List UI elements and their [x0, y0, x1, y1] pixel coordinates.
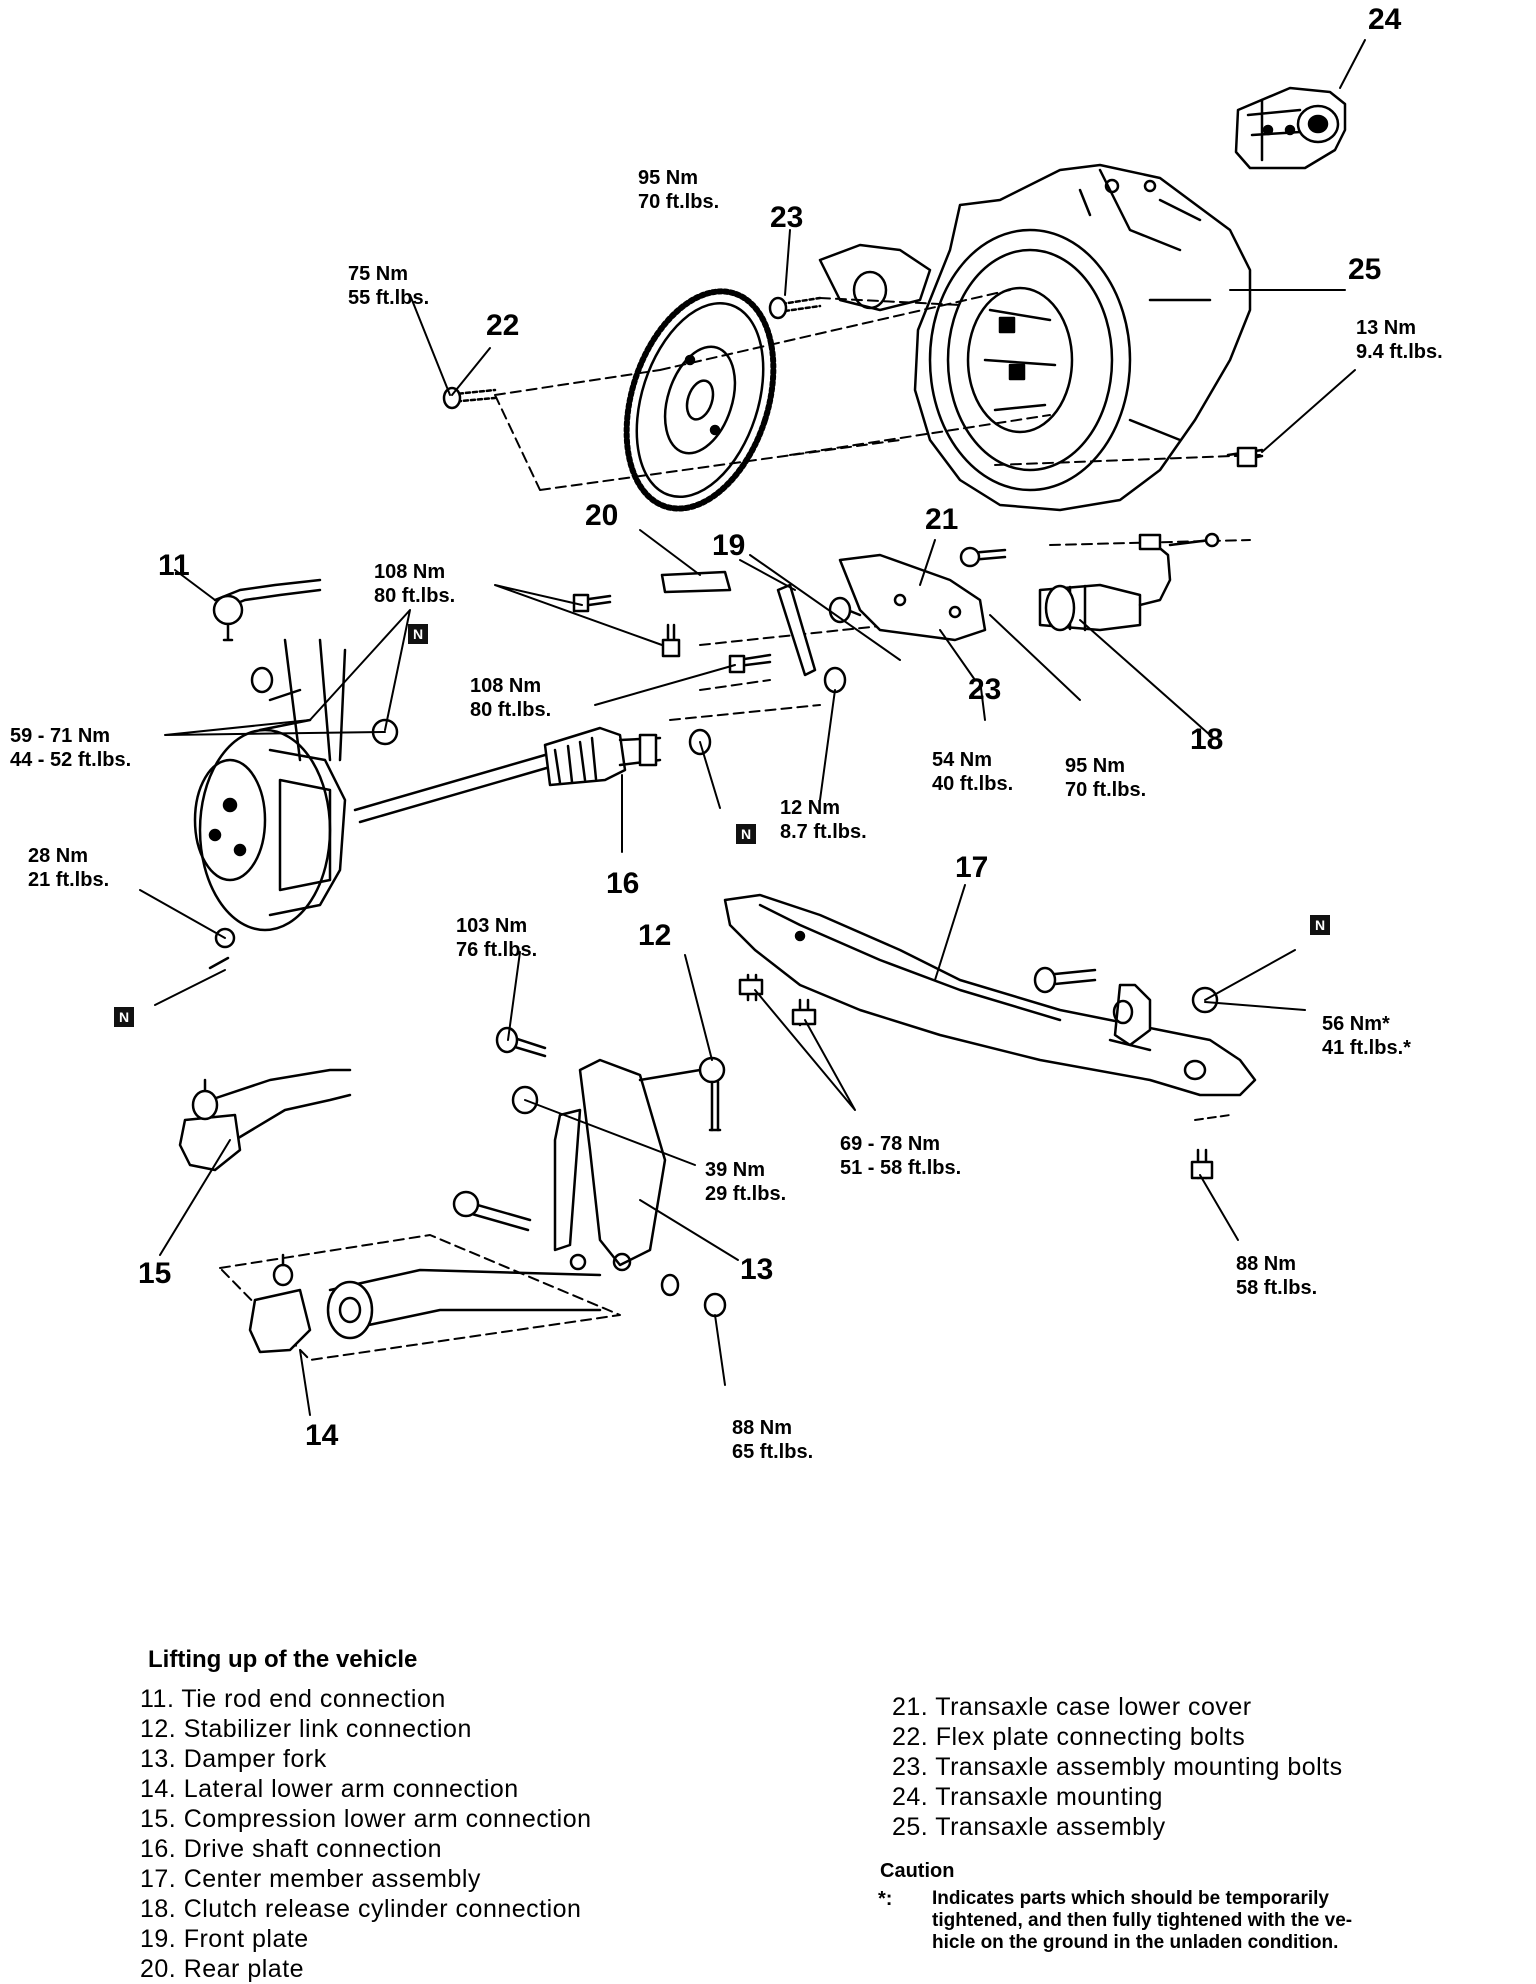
legend-right-list: 21. Transaxle case lower cover 22. Flex …	[892, 1692, 1343, 1842]
damper-fork-drawing	[452, 1026, 727, 1318]
part-number-22: 22	[486, 309, 520, 342]
part-number-18: 18	[1190, 723, 1224, 756]
part-number-21: 21	[925, 503, 959, 536]
hub-assembly-drawing	[193, 638, 399, 970]
n-marker-drive-shaft: N	[736, 824, 756, 844]
transaxle-mounting-drawing	[1234, 86, 1347, 170]
caution-title: Caution	[880, 1860, 955, 1882]
legend-item: 17. Center member assembly	[140, 1865, 481, 1893]
legend-item: 19. Front plate	[140, 1925, 309, 1953]
lateral-lower-arm-drawing	[219, 1234, 621, 1361]
part-number-23-upper: 23	[770, 201, 804, 234]
legend-item: 21. Transaxle case lower cover	[892, 1693, 1252, 1721]
diagram-drawing	[139, 39, 1366, 1416]
tie-rod-end-drawing	[212, 578, 322, 642]
legend-title: Lifting up of the vehicle	[148, 1646, 418, 1673]
part-number-14: 14	[305, 1419, 339, 1452]
bolts-drawing	[442, 296, 1264, 568]
part-number-13: 13	[740, 1253, 774, 1286]
legend-item: 23. Transaxle assembly mounting bolts	[892, 1753, 1343, 1781]
compression-lower-arm-drawing	[178, 1068, 352, 1172]
center-member-drawing	[723, 893, 1257, 1180]
part-number-12: 12	[638, 919, 672, 952]
part-number-16: 16	[606, 867, 640, 900]
legend-item: 11. Tie rod end connection	[140, 1685, 446, 1713]
n-marker-center-member: N	[1310, 915, 1330, 935]
part-number-25: 25	[1348, 253, 1382, 286]
legend-item: 24. Transaxle mounting	[892, 1783, 1163, 1811]
legend-item: 18. Clutch release cylinder connection	[140, 1895, 582, 1923]
n-marker-upper: N	[408, 624, 428, 644]
leader-lines	[139, 39, 1366, 1416]
part-number-19: 19	[712, 529, 746, 562]
exploded-view-diagram: 24 25 23 22 20 21 19 11 23 18 16 17 12 1…	[10, 3, 1443, 1464]
transaxle-assembly-drawing	[818, 163, 1252, 512]
legend-item: 15. Compression lower arm connection	[140, 1805, 592, 1833]
part-number-17: 17	[955, 851, 989, 884]
stabilizer-link-drawing	[638, 1056, 726, 1132]
legend-item: 22. Flex plate connecting bolts	[892, 1723, 1246, 1751]
torque-56nm: 56 Nm*41 ft.lbs.*	[1322, 1013, 1411, 1059]
part-number-11: 11	[158, 549, 190, 582]
part-number-24: 24	[1368, 3, 1402, 36]
drive-shaft-drawing	[353, 726, 712, 824]
clutch-release-cylinder-drawing	[1038, 532, 1220, 632]
legend-item: 14. Lateral lower arm connection	[140, 1775, 519, 1803]
legend-left-list: 11. Tie rod end connection 12. Stabilize…	[140, 1684, 592, 1984]
legend-item: 13. Damper fork	[140, 1745, 327, 1773]
legend-item: 12. Stabilizer link connection	[140, 1715, 472, 1743]
flex-plate-drawing	[623, 288, 777, 512]
legend-item: 16. Drive shaft connection	[140, 1835, 443, 1863]
caution-asterisk: *:	[878, 1888, 893, 1910]
legend-item: 25. Transaxle assembly	[892, 1813, 1166, 1841]
legend-item: 20. Rear plate	[140, 1955, 305, 1983]
n-marker-lower-left: N	[114, 1007, 134, 1027]
caution-text: Indicates parts which should be temporar…	[932, 1888, 1353, 1953]
part-number-23-lower: 23	[968, 673, 1002, 706]
lower-cover-drawing	[838, 553, 987, 642]
part-number-15: 15	[138, 1257, 172, 1290]
part-number-20: 20	[585, 499, 619, 532]
